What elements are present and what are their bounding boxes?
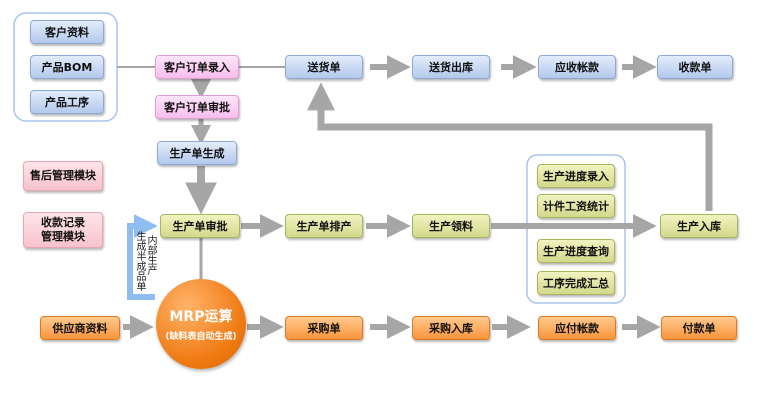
mrp-calculation-node[interactable]: MRP运算 (缺料表自动生成) bbox=[156, 279, 246, 369]
product-bom-node[interactable]: 产品BOM bbox=[30, 55, 104, 79]
production-review-node[interactable]: 生产单审批 bbox=[160, 214, 240, 238]
payment-records-line1: 收款记录 bbox=[41, 216, 85, 229]
payment-node[interactable]: 付款单 bbox=[661, 316, 737, 340]
customer-info-node[interactable]: 客户资料 bbox=[30, 20, 104, 44]
product-process-node[interactable]: 产品工序 bbox=[30, 90, 104, 114]
receipt-node[interactable]: 收款单 bbox=[657, 55, 733, 79]
semi-finished-note: 生成半成品单 bbox=[136, 232, 147, 293]
receivables-node[interactable]: 应收帐款 bbox=[538, 55, 616, 79]
mrp-title: MRP运算 bbox=[169, 309, 233, 325]
order-entry-node[interactable]: 客户订单录入 bbox=[155, 55, 239, 79]
material-pick-node[interactable]: 生产领料 bbox=[412, 214, 490, 238]
arrow-semi-finished-feedback bbox=[127, 214, 158, 300]
internal-production-note: 内部生产 bbox=[147, 236, 158, 277]
order-review-node[interactable]: 客户订单审批 bbox=[155, 95, 239, 119]
purchase-order-node[interactable]: 采购单 bbox=[285, 316, 363, 340]
after-sales-module[interactable]: 售后管理模块 bbox=[23, 161, 103, 191]
payment-records-module[interactable]: 收款记录 管理模块 bbox=[23, 212, 103, 248]
payables-node[interactable]: 应付帐款 bbox=[538, 316, 616, 340]
arrow-warehouse-to-delivery bbox=[307, 82, 713, 211]
process-summary-node[interactable]: 工序完成汇总 bbox=[537, 271, 615, 295]
payment-records-line2: 管理模块 bbox=[41, 230, 85, 243]
piece-wage-node[interactable]: 计件工资统计 bbox=[537, 194, 615, 218]
production-schedule-node[interactable]: 生产单排产 bbox=[285, 214, 363, 238]
mrp-subtitle: (缺料表自动生成) bbox=[165, 332, 237, 342]
after-sales-label: 售后管理模块 bbox=[30, 169, 96, 182]
progress-query-node[interactable]: 生产进度查询 bbox=[537, 239, 615, 263]
delivery-note-node[interactable]: 送货单 bbox=[285, 55, 363, 79]
supplier-info-node[interactable]: 供应商资料 bbox=[40, 316, 120, 340]
purchase-in-node[interactable]: 采购入库 bbox=[412, 316, 490, 340]
production-in-node[interactable]: 生产入库 bbox=[660, 214, 738, 238]
production-order-node[interactable]: 生产单生成 bbox=[157, 141, 237, 165]
delivery-out-node[interactable]: 送货出库 bbox=[412, 55, 490, 79]
progress-entry-node[interactable]: 生产进度录入 bbox=[537, 164, 615, 188]
